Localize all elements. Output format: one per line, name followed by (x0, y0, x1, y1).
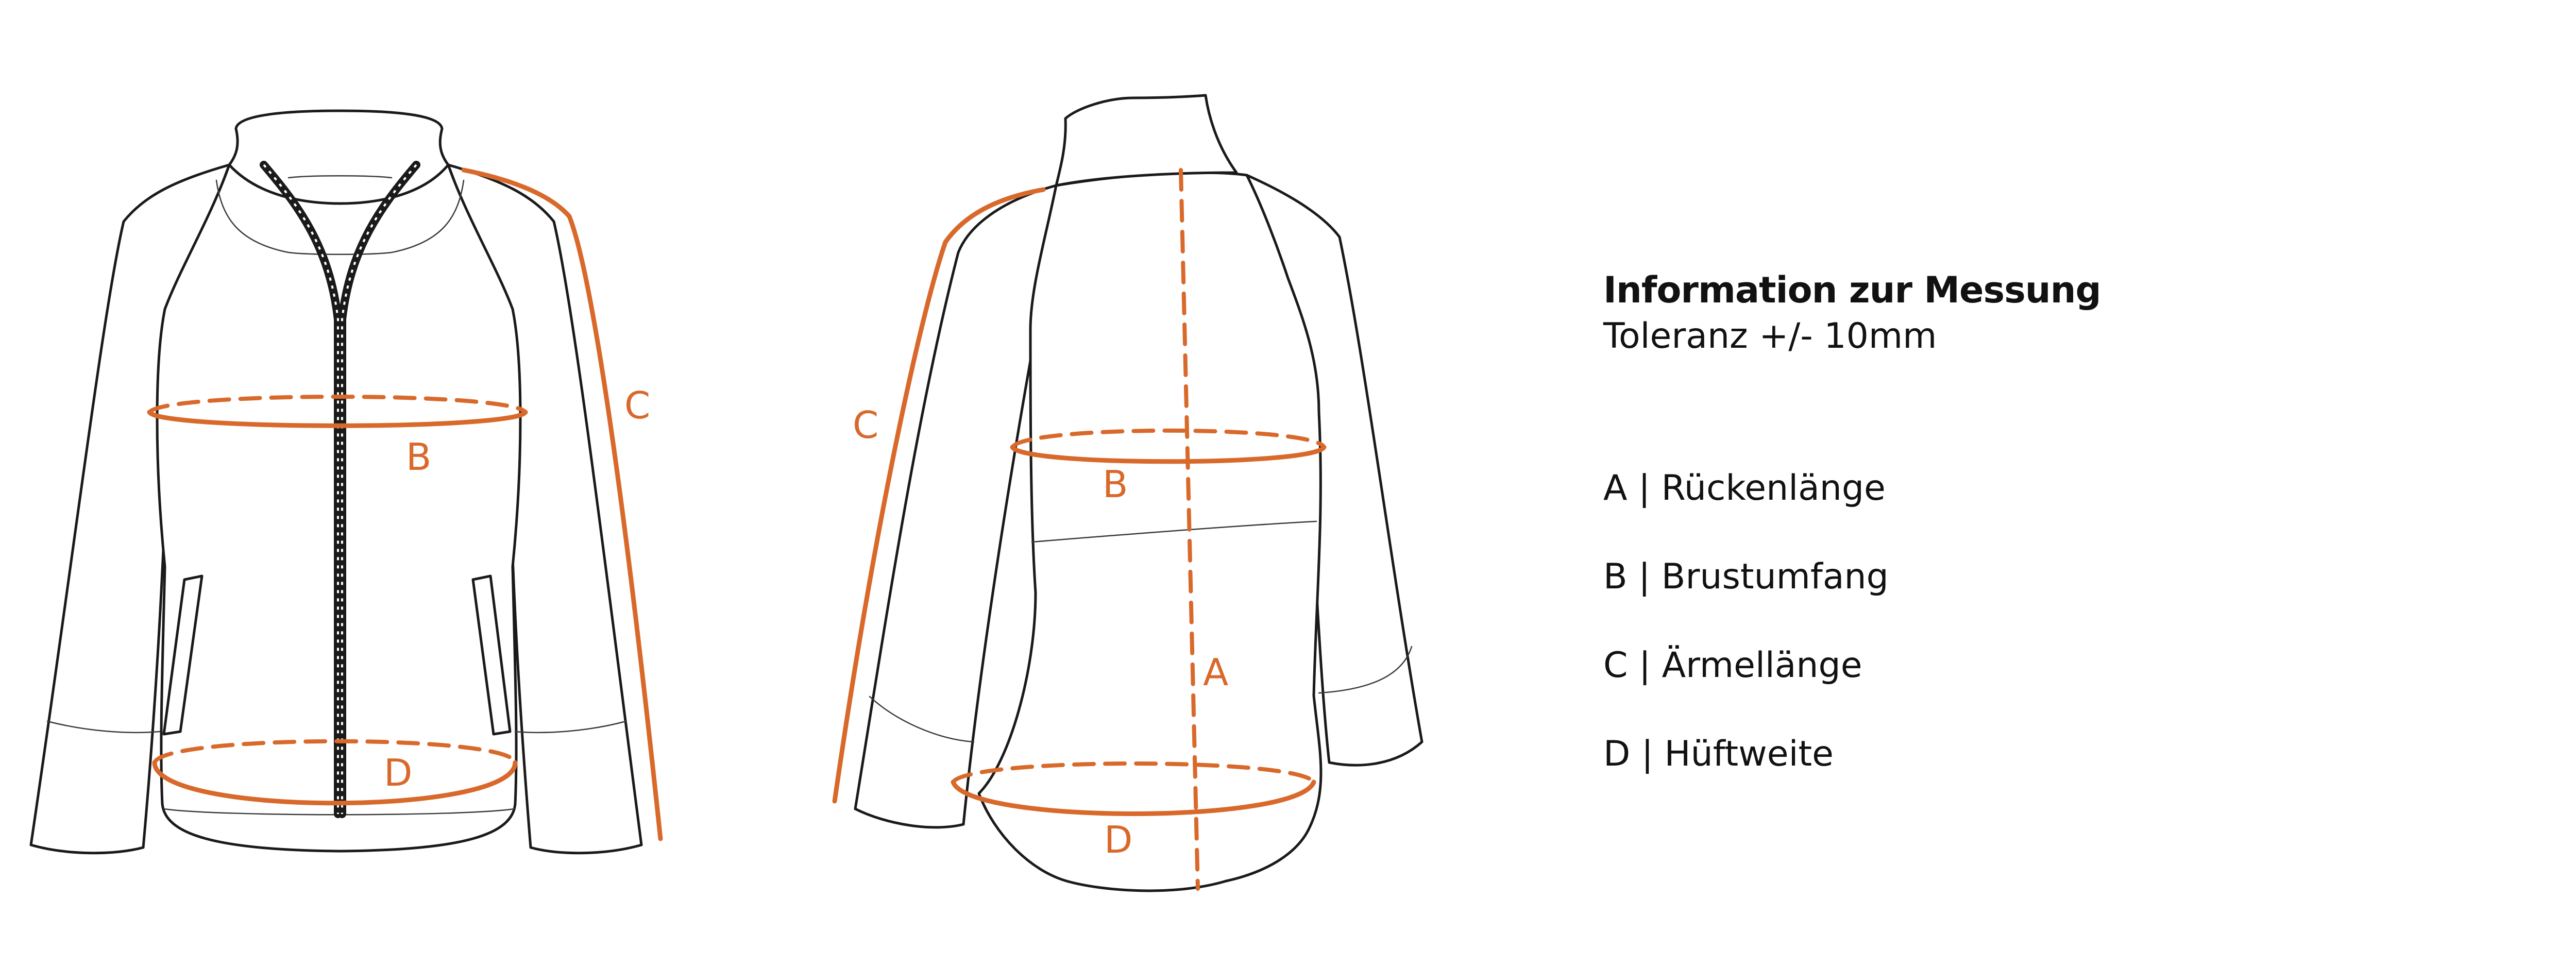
back-hip-ellipse-front (951, 779, 1316, 816)
front-measurements: B D C (147, 167, 663, 841)
back-length-line (1179, 168, 1200, 891)
front-neckline (287, 175, 393, 179)
back-sleeve-label: C (853, 403, 878, 447)
front-hip-label: D (384, 751, 412, 794)
legend-item-d: D | Hüftweite (1603, 734, 1834, 774)
front-hip-ellipse-back (152, 739, 517, 765)
front-sleeve-length-line (461, 167, 663, 841)
front-right-cuff-line (514, 720, 627, 734)
back-yoke-line (1031, 520, 1317, 543)
front-chest-label: B (406, 435, 431, 479)
back-right-cuff-line (1318, 646, 1413, 694)
front-chest-ellipse-front (147, 410, 528, 428)
measurement-info-panel: Information zur Messung Toleranz +/- 10m… (1603, 267, 2102, 774)
back-collar (1055, 94, 1238, 187)
tolerance-text: Toleranz +/- 10mm (1603, 316, 1937, 357)
front-left-pocket (162, 574, 204, 736)
front-left-cuff-line (46, 720, 161, 734)
back-sleeve-length-line (832, 187, 1046, 804)
jacket-back-view (854, 94, 1423, 892)
jacket-front-view (29, 109, 643, 855)
back-hip-ellipse-back (951, 761, 1316, 784)
back-chest-label: B (1103, 463, 1128, 506)
front-sleeve-label: C (624, 384, 650, 427)
back-length-label: A (1203, 651, 1228, 694)
front-collar-fold (215, 179, 465, 255)
legend-item-a: A | Rückenlänge (1603, 468, 1886, 509)
measurement-legend: A | Rückenlänge B | Brustumfang C | Ärme… (1603, 468, 1889, 822)
back-left-cuff-line (869, 696, 975, 743)
front-right-pocket (471, 574, 512, 736)
back-measurements: A B D C (832, 168, 1327, 891)
back-body (977, 171, 1323, 892)
back-hip-label: D (1104, 818, 1132, 861)
legend-item-b: B | Brustumfang (1603, 556, 1889, 597)
front-collar (228, 109, 450, 205)
back-chest-ellipse-back (1010, 428, 1326, 449)
legend-item-c: C | Ärmellänge (1603, 645, 1862, 686)
info-title: Information zur Messung (1603, 269, 2102, 311)
front-hip-ellipse-front (152, 760, 518, 806)
back-chest-ellipse-front (1010, 445, 1327, 464)
front-chest-ellipse-back (147, 395, 528, 414)
